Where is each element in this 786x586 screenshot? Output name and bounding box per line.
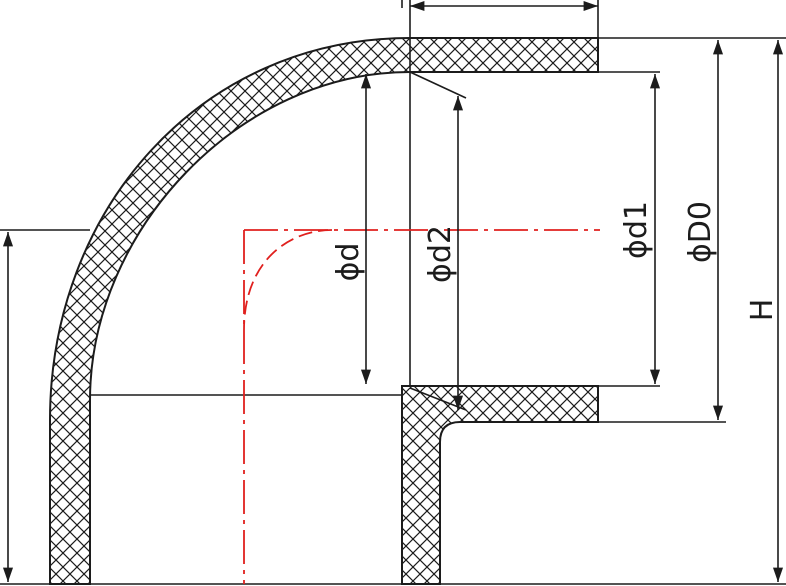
label-d2: ϕd2: [423, 225, 458, 283]
outer-wall: [49, 37, 599, 585]
centerline-arc: [243, 229, 333, 331]
label-H: H: [745, 299, 780, 322]
label-D0: ϕD0: [683, 201, 718, 263]
extension-lines: [0, 37, 786, 423]
inner-wall: [401, 385, 599, 585]
centerline: [243, 229, 600, 584]
label-d1: ϕd1: [619, 201, 654, 259]
label-d: ϕd: [331, 243, 366, 282]
